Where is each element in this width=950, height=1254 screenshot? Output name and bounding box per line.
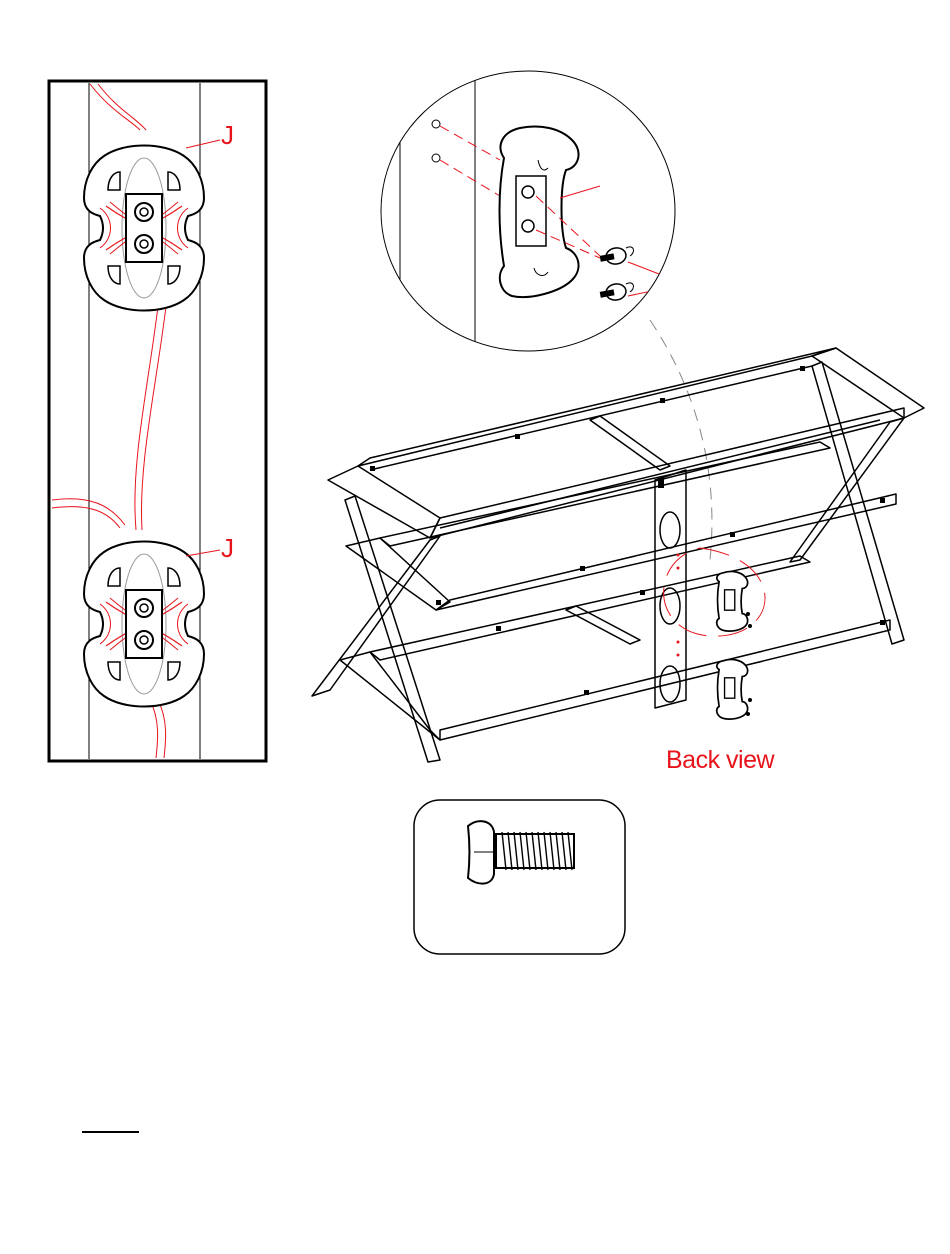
page-rule <box>82 1131 139 1133</box>
